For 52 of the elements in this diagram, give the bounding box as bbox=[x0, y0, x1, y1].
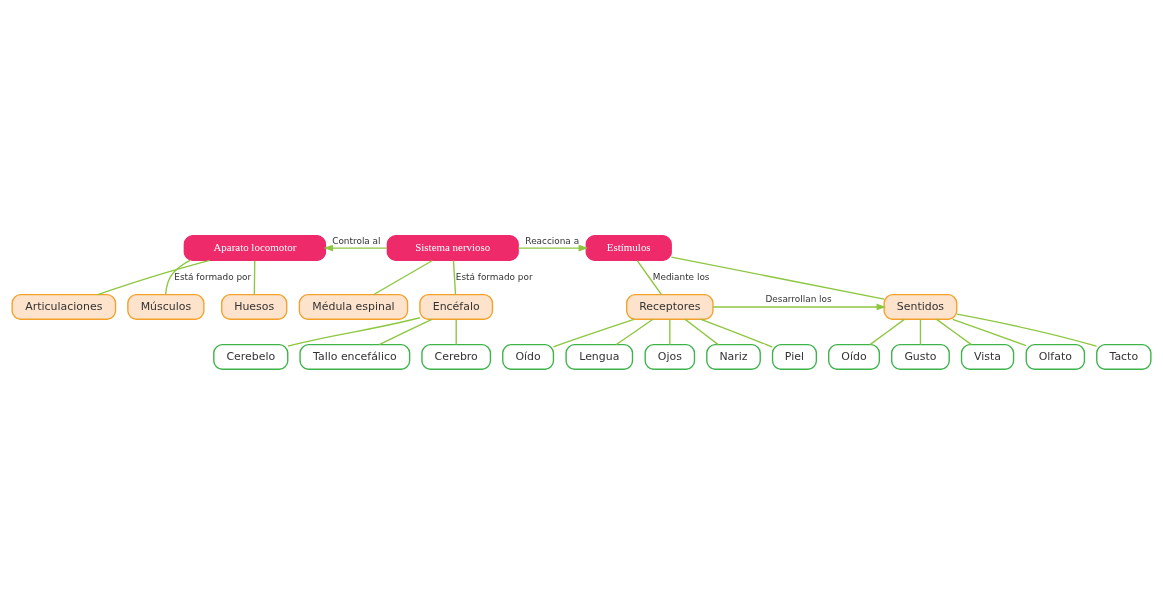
connector bbox=[164, 259, 191, 295]
connector bbox=[287, 316, 421, 347]
node-box: Músculos bbox=[127, 293, 205, 320]
node-box: Receptores bbox=[626, 293, 714, 320]
node-box: Sentidos bbox=[883, 293, 958, 320]
connector bbox=[552, 318, 635, 347]
node-box: Oído bbox=[502, 343, 555, 370]
node-box: Cerebelo bbox=[213, 343, 289, 370]
connector bbox=[869, 318, 906, 345]
edge-label: Desarrollan los bbox=[765, 293, 832, 304]
node-box: Sistema nervioso bbox=[386, 234, 519, 261]
node-box: Lengua bbox=[565, 343, 634, 370]
connector bbox=[670, 256, 885, 300]
connector bbox=[956, 313, 1098, 347]
edge-label: Reacciona a bbox=[525, 235, 580, 246]
node-box: Piel bbox=[771, 343, 818, 370]
node-box: Médula espinal bbox=[298, 293, 409, 320]
node-box: Encéfalo bbox=[419, 293, 494, 320]
arrow bbox=[517, 244, 589, 251]
connector bbox=[669, 318, 671, 345]
connector bbox=[636, 259, 663, 295]
connector bbox=[97, 259, 211, 295]
node-box: Olfato bbox=[1025, 343, 1086, 370]
edge-label: Está formado por bbox=[455, 271, 533, 282]
node-box: Nariz bbox=[706, 343, 761, 370]
connector bbox=[378, 318, 433, 345]
connector bbox=[615, 318, 654, 345]
connector bbox=[936, 318, 973, 345]
connector bbox=[684, 318, 719, 345]
edge-label: Controla al bbox=[332, 235, 381, 246]
node-box: Huesos bbox=[221, 293, 288, 320]
connector bbox=[952, 318, 1027, 346]
node-box: Tacto bbox=[1096, 343, 1152, 370]
connector bbox=[373, 259, 434, 295]
node-box: Cerebro bbox=[421, 343, 492, 370]
edge-label: Mediante los bbox=[652, 271, 710, 282]
node-box: Oído bbox=[828, 343, 881, 370]
edge-label: Está formado por bbox=[174, 271, 252, 282]
connector bbox=[455, 318, 457, 345]
node-box: Aparato locomotor bbox=[183, 234, 327, 261]
arrow bbox=[323, 244, 388, 251]
connector bbox=[919, 318, 922, 345]
node-box: Tallo encefálico bbox=[299, 343, 411, 370]
connector bbox=[452, 259, 457, 295]
connector bbox=[700, 318, 774, 348]
connector bbox=[253, 259, 256, 295]
node-box: Ojos bbox=[644, 343, 696, 370]
arrow bbox=[712, 303, 887, 310]
node-box: Vista bbox=[960, 343, 1015, 370]
node-box: Estímulos bbox=[585, 234, 672, 261]
node-box: Gusto bbox=[891, 343, 950, 370]
node-box: Articulaciones bbox=[11, 293, 117, 320]
